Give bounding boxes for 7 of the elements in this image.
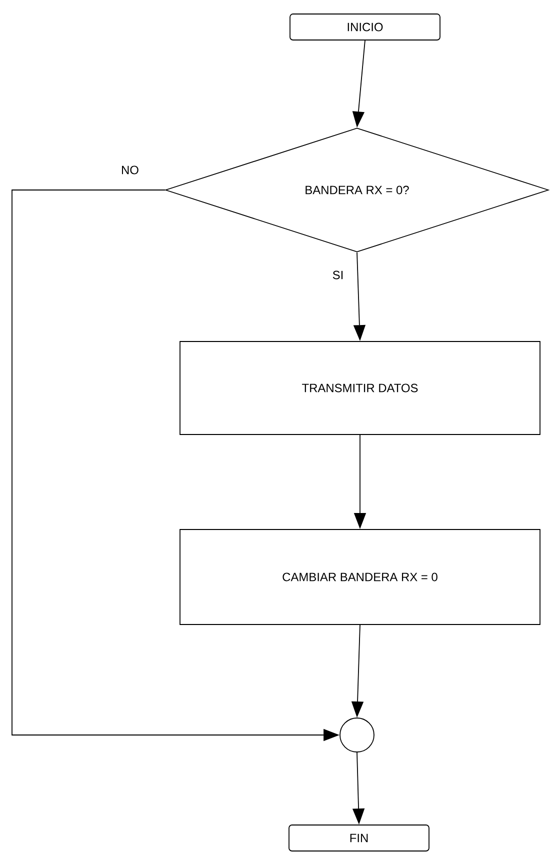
- edge-label: SI: [331, 270, 345, 280]
- process-box: CAMBIAR BANDERA RX = 0: [180, 529, 540, 625]
- process-box: TRANSMITIR DATOS: [180, 341, 540, 435]
- terminal-box: INICIO: [290, 14, 440, 40]
- terminal-box: FIN: [288, 824, 430, 852]
- connector-circle: [340, 718, 374, 752]
- edge-label: NO: [120, 164, 140, 176]
